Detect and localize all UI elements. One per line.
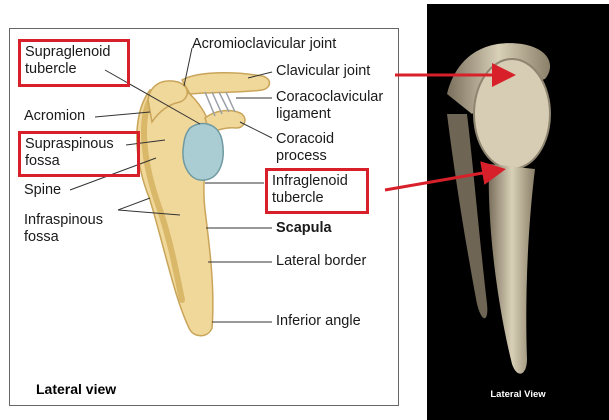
label-coracoid-1: Coracoid [276, 131, 335, 147]
leader-lines [69, 47, 273, 323]
label-spine: Spine [24, 182, 62, 198]
scapula-illustration [69, 47, 273, 337]
scapula-spine [141, 97, 185, 303]
clavicle-shape [180, 72, 271, 95]
diagram-caption: Lateral view [36, 381, 117, 397]
label-infraglenoid-box: Infraglenoid tubercle [265, 168, 369, 214]
label-inferior-angle: Inferior angle [276, 313, 361, 329]
label-clavicular-joint: Clavicular joint [276, 63, 371, 79]
label-supraspinous-box: Supraspinous fossa [18, 131, 140, 177]
photo-caption: Lateral View [490, 389, 546, 400]
label-coracoid-2: process [276, 148, 327, 164]
acromion-shape [147, 80, 188, 124]
label-acromion: Acromion [24, 108, 86, 124]
photo-shaft [488, 164, 535, 374]
label-supraspinous-2: fossa [25, 153, 60, 169]
label-acromioclavicular-joint: Acromioclavicular joint [192, 36, 337, 52]
label-supraglenoid-1: Supraglenoid [25, 44, 111, 60]
ligament-fibres [204, 91, 236, 117]
photo-shaft-left [447, 114, 488, 319]
label-supraglenoid-2: tubercle [25, 61, 77, 77]
label-infraspinous-1: Infraspinous [24, 212, 103, 228]
label-infraspinous-2: fossa [24, 229, 59, 245]
label-scapula: Scapula [276, 220, 332, 236]
label-coracoclavicular-1: Coracoclavicular [276, 89, 384, 105]
label-supraglenoid-box: Supraglenoid tubercle [18, 39, 130, 87]
arrow-to-infraglenoid [384, 161, 506, 192]
label-infraglenoid-1: Infraglenoid [272, 173, 348, 189]
label-lateral-border: Lateral border [276, 253, 367, 269]
label-infraglenoid-2: tubercle [272, 190, 324, 206]
diagram-frame [9, 28, 399, 406]
label-coracoclavicular-2: ligament [276, 106, 331, 122]
bone-photo: Lateral View [427, 4, 609, 420]
glenoid-cavity [182, 122, 224, 181]
label-supraspinous-1: Supraspinous [25, 136, 114, 152]
